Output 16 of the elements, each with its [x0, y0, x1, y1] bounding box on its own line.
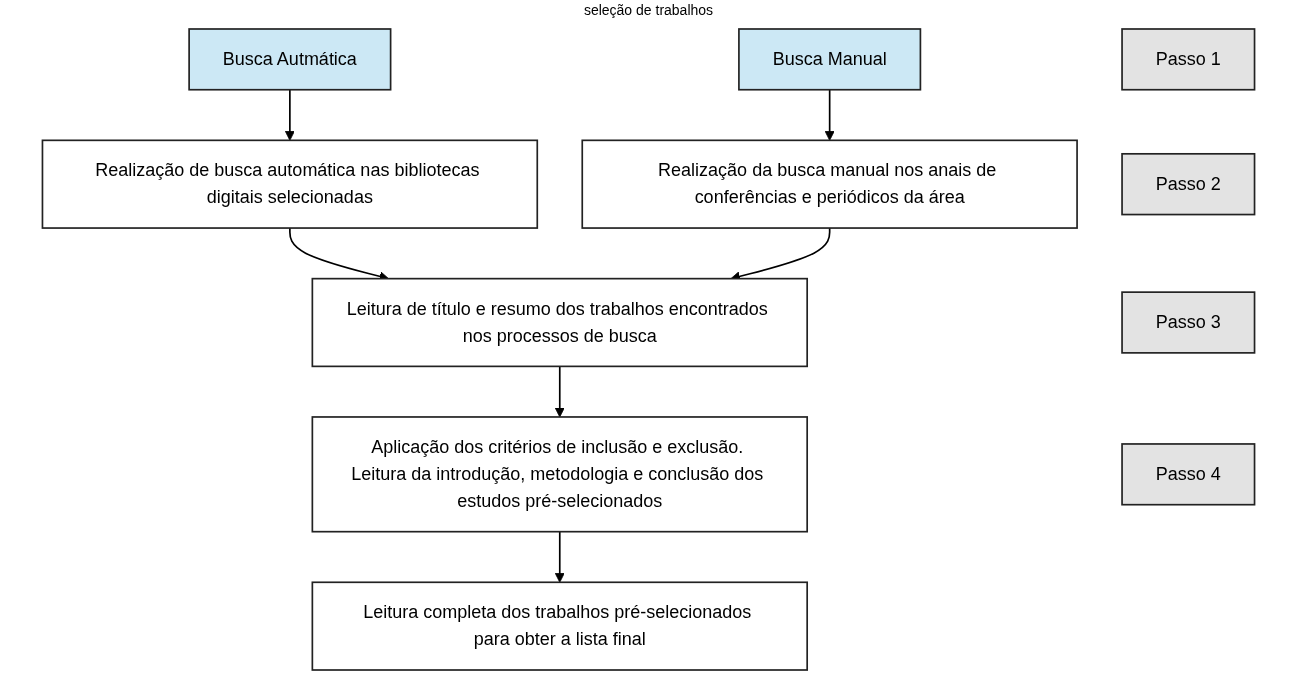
arrow: [554, 365, 565, 418]
node-box: Passo 2: [1121, 152, 1256, 216]
node-box: Passo 1: [1121, 28, 1256, 91]
node-box: Leitura completa dos trabalhos pré-selecionados para obter a lista final: [311, 581, 808, 671]
node-box: Busca Manual: [738, 28, 922, 91]
node-box: Leitura de título e resumo dos trabalhos encontrados nos processos de busca: [311, 277, 808, 368]
node-box: Busca Autmática: [188, 28, 392, 91]
arrow: [824, 88, 835, 141]
node-box: Passo 3: [1121, 291, 1256, 354]
diagram-title: seleção de trabalhos: [583, 2, 714, 18]
node-box: Aplicação dos critérios de inclusão e exclusão. Leitura da introdução, metodologia e conclusão dos estudos pré-selecionados: [311, 416, 808, 533]
arrow: [554, 530, 565, 583]
node-box: Realização da busca manual nos anais de conferências e periódicos da área: [581, 139, 1078, 229]
node-box: Realização de busca automática nas bibliotecas digitais selecionadas: [41, 139, 539, 229]
arrow: [284, 88, 295, 141]
node-box: Passo 4: [1121, 443, 1256, 506]
